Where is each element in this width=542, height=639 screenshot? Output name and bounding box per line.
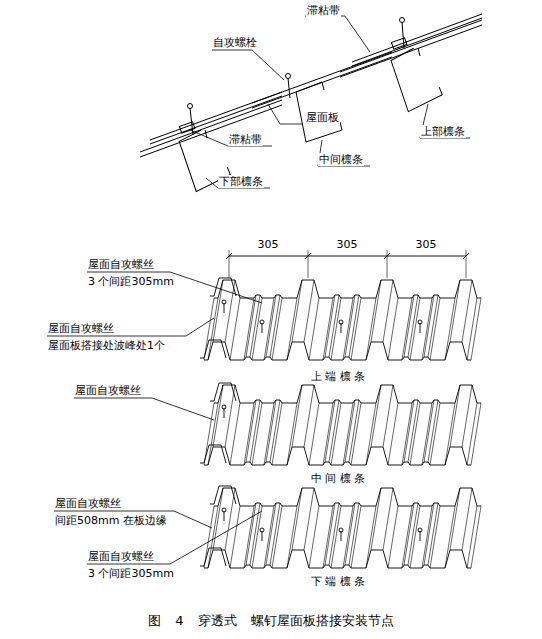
callout-label: 上部檩条	[420, 125, 466, 138]
callout-label: 自攻螺栓	[212, 36, 258, 49]
callout-label: 中 间 檩 条	[310, 472, 367, 485]
callout-label: 上 端 檩 条	[310, 370, 367, 383]
callout-label: 3 个间距305mm	[87, 567, 175, 580]
dimension-text: 305	[415, 238, 438, 251]
dimension-text: 305	[336, 238, 359, 251]
callout-label: 下部檩条	[218, 175, 264, 188]
callout-label: 屋面板	[305, 111, 340, 124]
callout-label: 滞粘带	[306, 4, 341, 17]
figure-caption: 图 4 穿透式 螺钉屋面板搭接安装节点	[148, 613, 394, 629]
callout-label: 3 个间距305mm	[87, 275, 175, 288]
leader-lines	[47, 16, 470, 564]
callout-label: 屋面自攻螺丝	[47, 322, 115, 335]
callout-label: 屋面自攻螺丝	[54, 497, 122, 510]
roof-panels	[200, 250, 481, 568]
callout-label: 屋面自攻螺丝	[87, 258, 155, 271]
callout-label: 间距508mm 在板边缘	[54, 514, 168, 527]
dimension-text: 305	[257, 238, 280, 251]
callout-label: 屋面板搭接处波峰处1个	[47, 339, 166, 352]
callout-label: 屋面自攻螺丝	[87, 550, 155, 563]
callout-label: 中间檩条	[318, 153, 364, 166]
callout-label: 屋面自攻螺丝	[74, 384, 142, 397]
callout-label: 下 端 檩 条	[310, 575, 367, 588]
callout-label: 滞粘带	[228, 133, 263, 146]
top-detail-sketches	[140, 14, 482, 193]
